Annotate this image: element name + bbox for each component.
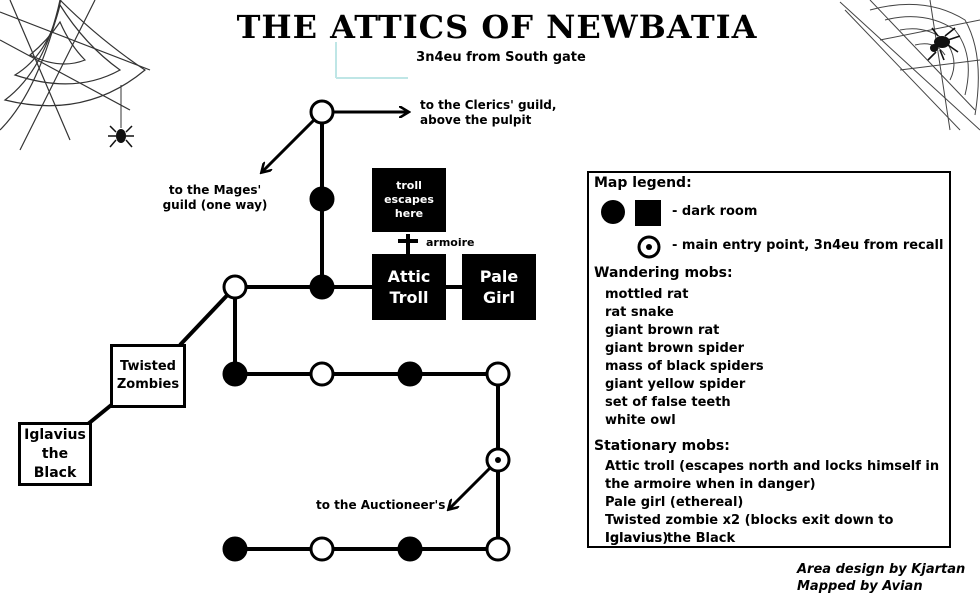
credits: Area design by Kjartan Mapped by Avian — [797, 561, 965, 595]
room-node[interactable] — [309, 536, 335, 562]
page-subtitle: 3n4eu from South gate — [416, 50, 586, 65]
dark-room-node[interactable] — [397, 536, 423, 562]
map-trace — [335, 42, 408, 79]
stationary-mob: Attic troll (escapes north and locks him… — [605, 459, 940, 492]
legend-heading: Map legend: — [594, 175, 692, 191]
dark-room-node[interactable] — [222, 361, 248, 387]
room-node[interactable] — [309, 99, 335, 125]
credit-design: Area design by Kjartan — [797, 562, 966, 577]
page-title: THE ATTICS OF NEWBATIA — [236, 8, 758, 46]
dark-room-node[interactable] — [309, 186, 335, 212]
map-rooms — [222, 99, 511, 562]
dark-room-node[interactable] — [222, 536, 248, 562]
dark-room-node[interactable] — [309, 274, 335, 300]
wandering-mob: giant brown rat — [605, 323, 720, 338]
spider-icon — [927, 27, 961, 61]
room-node[interactable] — [485, 536, 511, 562]
wandering-mob: giant brown spider — [605, 341, 745, 356]
armoire-label: armoire — [426, 236, 475, 249]
dark-room-circle-icon — [601, 200, 625, 224]
wandering-mob: mottled rat — [605, 287, 689, 302]
stationary-mob: Iglavius the Black — [605, 531, 736, 546]
room-attic-troll[interactable]: Attic Troll — [372, 254, 446, 320]
wandering-mob: rat snake — [605, 305, 674, 320]
exit-label-auctioneer: to the Auctioneer's — [316, 498, 446, 512]
room-twisted-zombies[interactable]: Twisted Zombies — [110, 344, 186, 408]
wandering-mob: set of false teeth — [605, 395, 731, 410]
stationary-heading: Stationary mobs: — [594, 438, 730, 454]
dark-room-square-icon — [635, 200, 661, 226]
spider-web-icon — [0, 0, 151, 151]
dark-room-node[interactable] — [397, 361, 423, 387]
stationary-mob: Twisted zombie x2 (blocks exit down to I… — [605, 513, 894, 546]
spider-icon — [108, 85, 134, 148]
room-iglavius[interactable]: Iglavius the Black — [18, 422, 92, 486]
exit-arrow-mages[interactable] — [262, 110, 324, 172]
wandering-mob: white owl — [605, 413, 676, 428]
room-pale-girl[interactable]: Pale Girl — [462, 254, 536, 320]
legend-entry-point: - main entry point, 3n4eu from recall — [672, 238, 944, 253]
room-node[interactable] — [309, 361, 335, 387]
exit-label-mages: to the Mages' guild (one way) — [162, 183, 268, 212]
map-legend: Map legend: - dark room - main entry poi… — [587, 171, 951, 548]
room-troll-escapes[interactable]: troll escapes here — [372, 168, 446, 232]
wandering-heading: Wandering mobs: — [594, 265, 733, 281]
exit-label-clerics: to the Clerics' guild, above the pulpit — [420, 98, 557, 127]
legend-dark-room: - dark room — [672, 204, 758, 219]
map-connections — [86, 112, 500, 551]
wandering-mob: mass of black spiders — [605, 359, 764, 374]
wandering-mob: giant yellow spider — [605, 377, 746, 392]
legend-symbols — [601, 200, 661, 259]
credit-mapper: Mapped by Avian — [797, 579, 923, 594]
room-node[interactable] — [485, 361, 511, 387]
stationary-mob: Pale girl (ethereal) — [605, 495, 744, 510]
room-node[interactable] — [222, 274, 248, 300]
